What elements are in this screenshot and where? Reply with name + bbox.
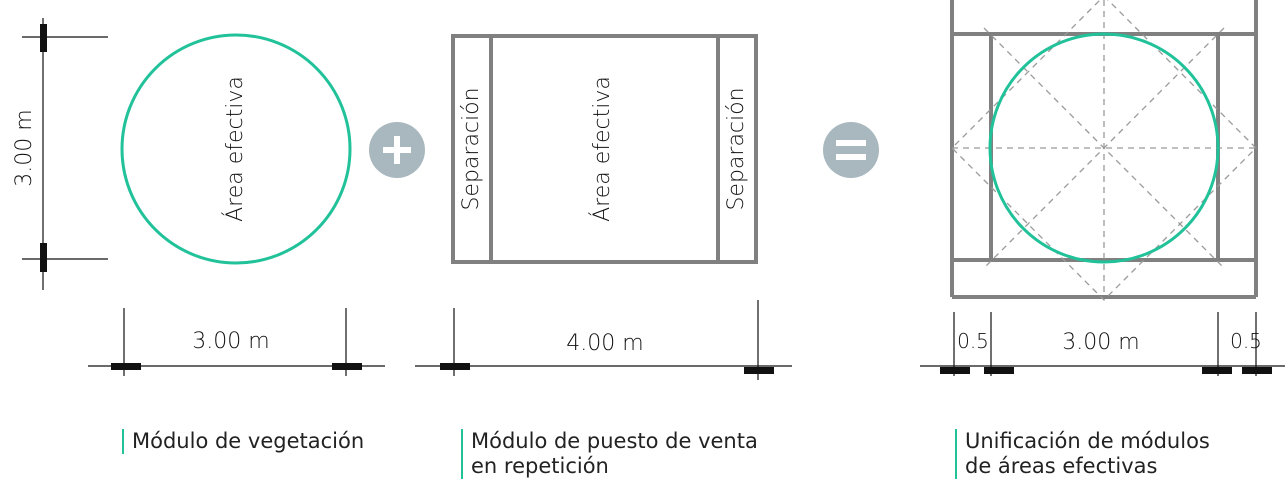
caption-line: en repetición: [471, 454, 609, 478]
equals-icon: [823, 122, 879, 178]
unified-module-caption: Unificación de módulos de áreas efectiva…: [955, 429, 1210, 479]
stall-separation-left-label: Separación: [459, 87, 484, 210]
stall-separation-right-label: Separación: [724, 87, 749, 210]
stall-module-caption: Módulo de puesto de venta en repetición: [461, 429, 758, 479]
stall-effective-area-label: Área efectiva: [589, 76, 615, 222]
stall-module-frame: [451, 34, 758, 264]
vegetation-width-label: 3.00 m: [192, 329, 269, 354]
caption-line: Módulo de puesto de venta: [471, 429, 758, 453]
stall-width-label: 4.00 m: [566, 331, 643, 356]
stall-width-dimension: 4.00 m: [415, 300, 792, 380]
caption-line: Módulo de vegetación: [132, 429, 365, 453]
unified-construction-lines: [951, 0, 1257, 301]
caption-line: Unificación de módulos: [965, 429, 1210, 453]
caption-line: de áreas efectivas: [965, 454, 1158, 478]
unified-center-width-label: 3.00 m: [1062, 330, 1139, 355]
unified-width-dimension: 0.5 3.00 m 0.5: [920, 312, 1285, 376]
plus-icon: [369, 122, 425, 178]
unified-right-margin-label: 0.5: [1230, 329, 1262, 353]
vegetation-height-dimension: 3.00 m: [12, 18, 108, 290]
vegetation-effective-area-label: Área efectiva: [222, 76, 248, 222]
unified-effective-circle: [988, 32, 1220, 264]
vegetation-module-caption: Módulo de vegetación: [122, 429, 364, 454]
unified-left-margin-label: 0.5: [957, 329, 989, 353]
vegetation-width-dimension: 3.00 m: [88, 308, 385, 376]
vegetation-height-label: 3.00 m: [12, 109, 37, 186]
vegetation-effective-circle: [120, 33, 352, 265]
